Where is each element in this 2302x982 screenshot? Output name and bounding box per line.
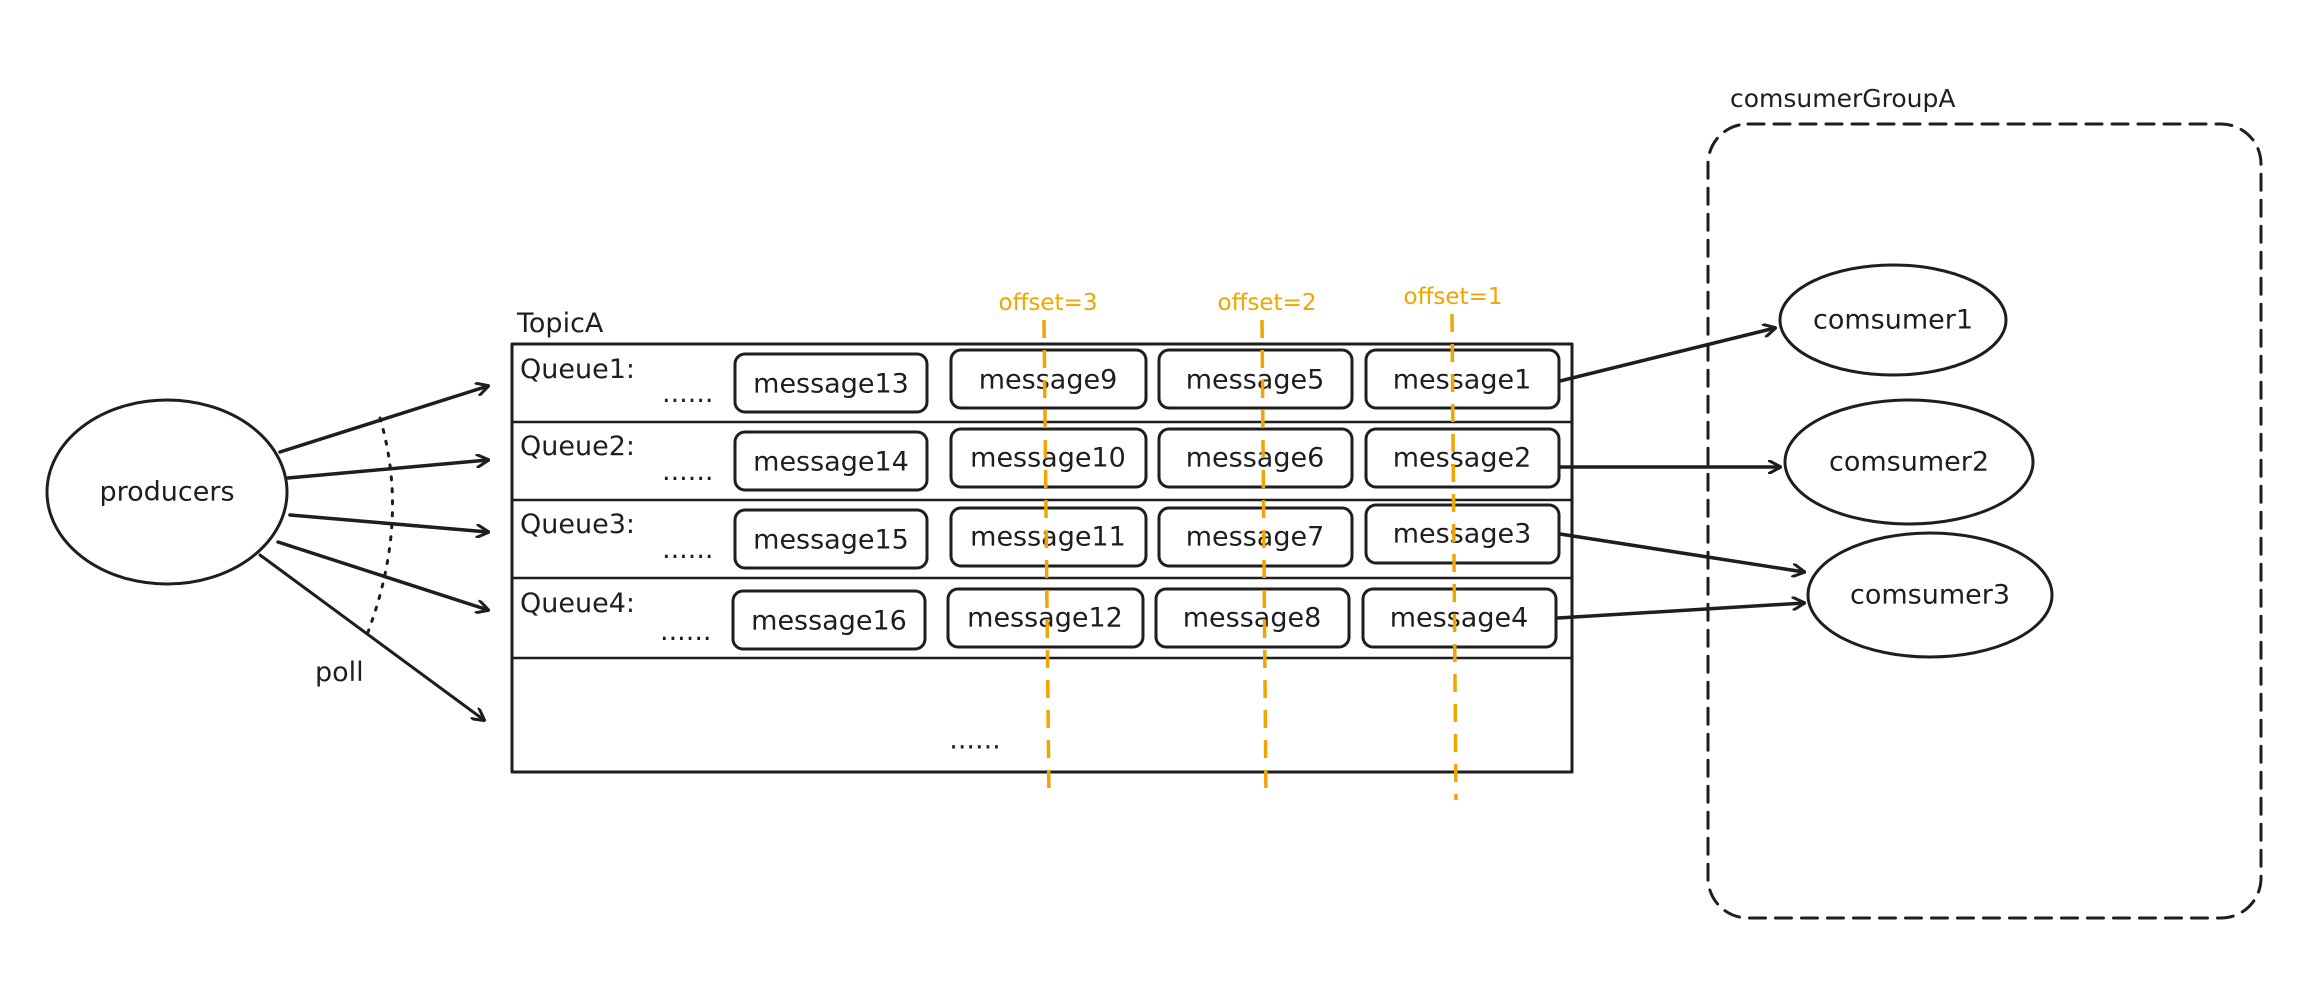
message-box: [1157, 348, 1354, 410]
consumer-ellipse: [1778, 263, 2008, 377]
queue-ellipsis: ......: [662, 456, 714, 487]
producers-ellipse: [45, 398, 289, 586]
message-box: [1154, 587, 1351, 649]
producer-arrow-queue4: [276, 540, 488, 610]
queue-label: Queue3:: [520, 509, 635, 540]
producers-node: producers: [45, 398, 289, 586]
consumer-arrows: [1556, 328, 1804, 620]
message-label: message7: [1186, 522, 1325, 553]
topic-box: TopicA ......: [510, 308, 1574, 774]
message-label: message16: [751, 606, 907, 637]
message-label: message3: [1393, 519, 1532, 550]
producer-arrow-queue3: [288, 513, 488, 532]
message-box: [731, 589, 927, 651]
offset-label: offset=1: [1404, 284, 1503, 310]
consumer-node-1: comsumer1: [1778, 263, 2008, 377]
arrow-message3-to-consumer3: [1558, 532, 1804, 572]
topic-title: TopicA: [516, 308, 604, 339]
topic-more-label: ......: [949, 725, 1001, 756]
producer-arrow-queue2: [286, 460, 488, 480]
producer-arrows: [258, 386, 488, 720]
offset-line: [1450, 313, 1458, 801]
consumer-node-2: comsumer2: [1783, 398, 2035, 526]
queue-ellipsis: ......: [662, 534, 714, 565]
message-box: [1364, 427, 1561, 489]
queue-label: Queue4:: [520, 588, 635, 619]
queue-ellipsis: ......: [662, 378, 714, 409]
topic-frame: [510, 342, 1574, 774]
consumer-label: comsumer2: [1829, 447, 1989, 478]
arrow-message4-to-consumer3: [1556, 603, 1804, 620]
message-box: [949, 506, 1148, 568]
queue-ellipsis: ......: [660, 616, 712, 647]
producers-label: producers: [99, 477, 234, 508]
consumer-ellipse: [1783, 398, 2035, 526]
offset-line: [1042, 319, 1051, 801]
consumer-group-frame: [1706, 122, 2263, 920]
queue-row-1: Queue1: ...... message13 message9 messag…: [520, 348, 1561, 414]
queue-label: Queue1:: [520, 354, 635, 385]
queue-row-4: Queue4: ...... message16 message12 messa…: [520, 587, 1558, 651]
queue-label: Queue2:: [520, 431, 635, 462]
message-label: message10: [970, 443, 1126, 474]
message-label: message13: [753, 369, 909, 400]
consumer-group: comsumerGroupA: [1706, 84, 2263, 920]
offset-label: offset=2: [1218, 290, 1317, 316]
message-label: message5: [1186, 365, 1325, 396]
arrow-message1-to-consumer1: [1558, 328, 1775, 383]
message-box: [1157, 427, 1354, 489]
message-box: [733, 508, 929, 570]
offset-label: offset=3: [999, 290, 1098, 316]
queue-row-3: Queue3: ...... message15 message11 messa…: [520, 503, 1561, 570]
message-box: [949, 348, 1148, 410]
offset-line: [1260, 319, 1268, 801]
message-label: message1: [1393, 365, 1532, 396]
poll-arc: [366, 416, 394, 634]
consumer-node-3: comsumer3: [1806, 531, 2054, 659]
message-label: message15: [753, 525, 909, 556]
message-label: message12: [967, 603, 1123, 634]
poll-label: poll: [315, 657, 364, 688]
message-label: message14: [753, 447, 909, 478]
message-box: [733, 352, 929, 414]
message-box: [1361, 587, 1558, 649]
consumer-label: comsumer1: [1813, 305, 1973, 336]
offset-markers: offset=3 offset=2 offset=1: [999, 284, 1503, 801]
message-box: [1364, 348, 1561, 410]
queue-row-2: Queue2: ...... message14 message10 messa…: [520, 427, 1561, 492]
message-label: message2: [1393, 443, 1532, 474]
producer-arrow-queue1: [278, 386, 488, 454]
message-label: message9: [979, 365, 1118, 396]
message-box: [946, 587, 1145, 649]
consumer-group-label: comsumerGroupA: [1730, 84, 1956, 113]
producer-arrow-more: [258, 553, 484, 720]
message-label: message4: [1390, 603, 1529, 634]
message-box: [949, 427, 1148, 489]
message-label: message8: [1183, 603, 1322, 634]
message-label: message6: [1186, 443, 1325, 474]
consumer-label: comsumer3: [1850, 580, 2010, 611]
consumer-ellipse: [1806, 531, 2054, 659]
message-box: [733, 430, 929, 492]
message-box: [1157, 506, 1354, 568]
